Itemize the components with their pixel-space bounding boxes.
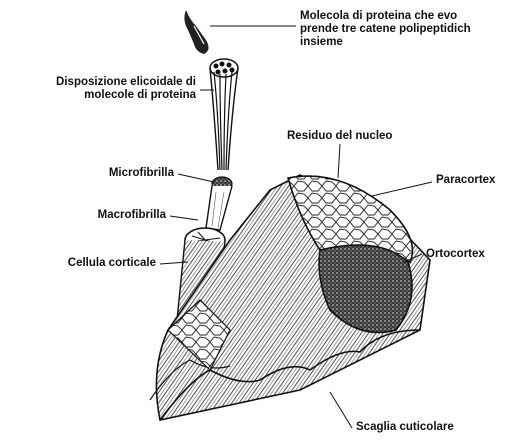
label-microfibril: Microfibrilla (40, 167, 174, 180)
microfibril (206, 177, 232, 230)
label-helical-line-2: molecole di proteina (6, 89, 196, 102)
label-helical-arrangement: Disposizione elicoidale di molecole di p… (6, 76, 196, 102)
label-protein-molecule-line-1: Molecola di proteina che evo (300, 10, 471, 23)
label-orthocortex: Ortocortex (426, 248, 485, 261)
label-helical-line-1: Disposizione elicoidale di (6, 76, 196, 89)
hair-shaft (150, 175, 430, 420)
label-nucleus-residue: Residuo del nucleo (287, 130, 392, 143)
helical-bundle (210, 59, 238, 170)
label-protein-molecule-line-3: insieme (300, 36, 471, 49)
protein-molecule (184, 10, 208, 54)
label-macrofibril: Macrofibrilla (30, 209, 166, 222)
label-cuticle-scale: Scaglia cuticolare (356, 421, 454, 434)
label-protein-molecule: Molecola di proteina che evo prende tre … (300, 10, 471, 49)
label-paracortex: Paracortex (436, 174, 495, 187)
label-cortical-cell: Cellula corticale (10, 257, 156, 270)
label-protein-molecule-line-2: prende tre catene polipeptidich (300, 23, 471, 36)
